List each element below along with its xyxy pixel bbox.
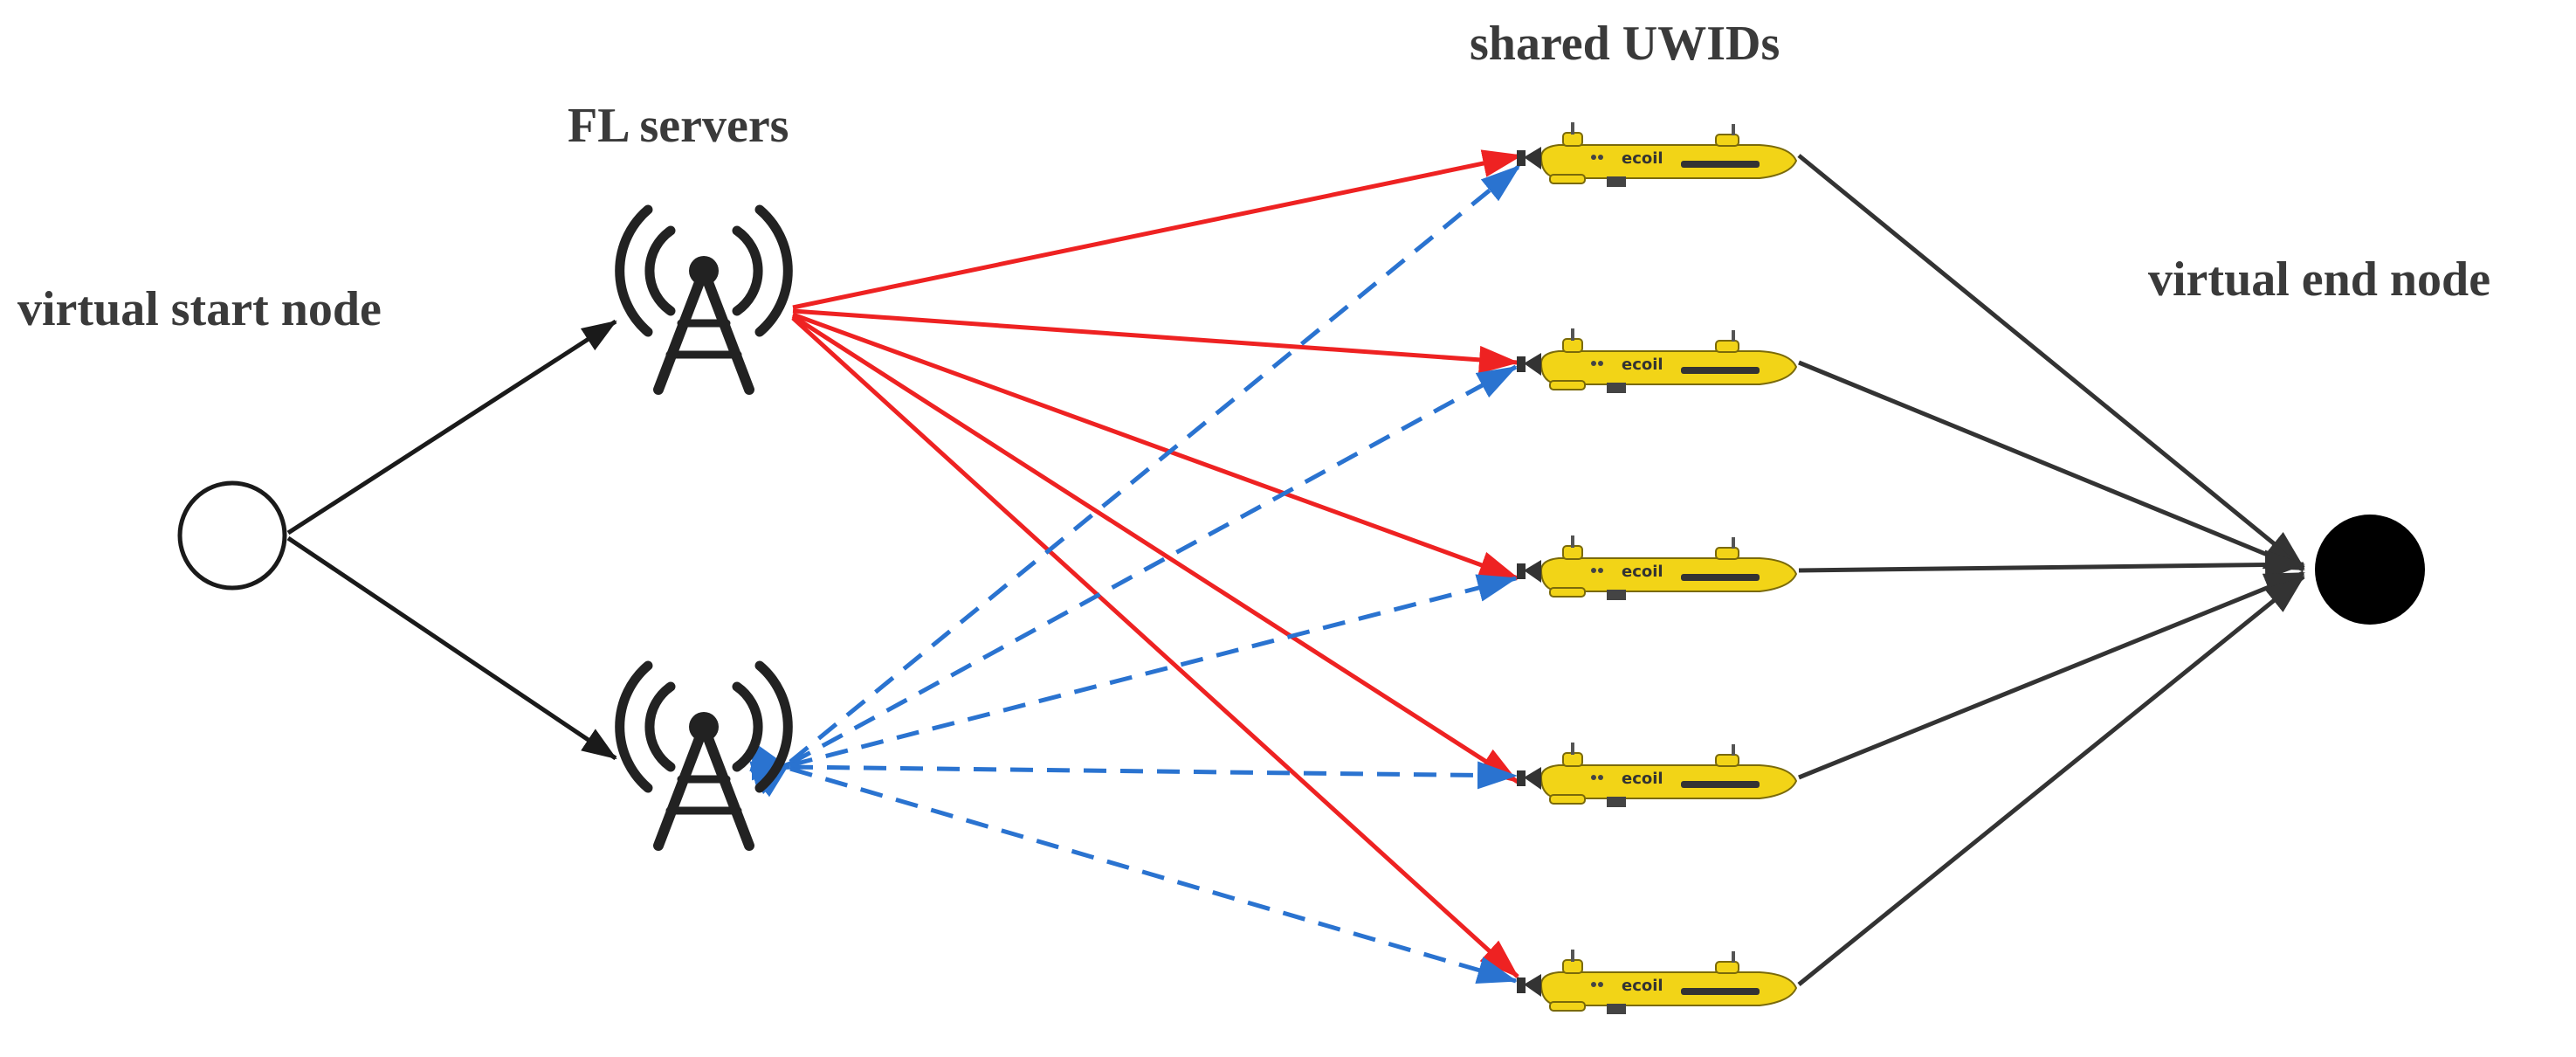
- auv-shape: [1517, 328, 1798, 393]
- start-edges: [286, 319, 617, 761]
- edge-s1-uwid-4: [791, 314, 1519, 784]
- auv-icon: ecoil: [1517, 743, 1798, 807]
- edge-s2-uwid-4: [751, 752, 1518, 790]
- edge-start-server-1: [286, 319, 617, 535]
- auv-shape: [1517, 535, 1798, 600]
- auv-shape: [1517, 122, 1798, 187]
- auv-icon: ecoil: [1517, 535, 1798, 600]
- edge-uwid-1-end: [1797, 154, 2305, 570]
- uwid-vehicles: ecoil ecoil: [1517, 122, 1798, 1014]
- auv-icon: ecoil: [1517, 950, 1798, 1014]
- edge-uwid-2-end: [1798, 360, 2305, 572]
- auv-label: ecoil: [1622, 149, 1663, 168]
- tower-icon: [615, 204, 793, 395]
- edge-uwid-3-end: [1798, 549, 2305, 580]
- edge-uwid-5-end: [1797, 575, 2305, 986]
- tower-icon: [615, 660, 793, 851]
- server-2-edges: [749, 164, 1521, 984]
- label-fl-servers: FL servers: [568, 99, 789, 153]
- server-1-edges: [791, 149, 1523, 978]
- auv-icon: ecoil: [1517, 328, 1798, 393]
- edge-s2-uwid-3: [749, 574, 1518, 789]
- label-shared-uwids: shared UWIDs: [1470, 17, 1780, 71]
- auv-label: ecoil: [1622, 563, 1663, 581]
- end-edges: [1797, 154, 2305, 986]
- auv-icon: ecoil: [1517, 122, 1798, 187]
- edge-s1-uwid-5: [791, 316, 1519, 978]
- auv-label: ecoil: [1622, 356, 1663, 374]
- auv-label: ecoil: [1622, 770, 1663, 788]
- end-node-circle: [2315, 515, 2425, 625]
- auv-shape: [1517, 743, 1798, 807]
- edge-s2-uwid-5: [749, 744, 1518, 984]
- edge-s1-uwid-1: [792, 149, 1523, 310]
- edge-uwid-4-end: [1798, 570, 2305, 780]
- edge-start-server-2: [286, 535, 617, 761]
- start-node-circle: [177, 480, 287, 591]
- auv-label: ecoil: [1622, 977, 1663, 995]
- label-end-node: virtual end node: [2148, 252, 2491, 307]
- edge-s2-uwid-2: [749, 364, 1518, 795]
- label-start-node: virtual start node: [17, 282, 382, 336]
- auv-shape: [1517, 950, 1798, 1014]
